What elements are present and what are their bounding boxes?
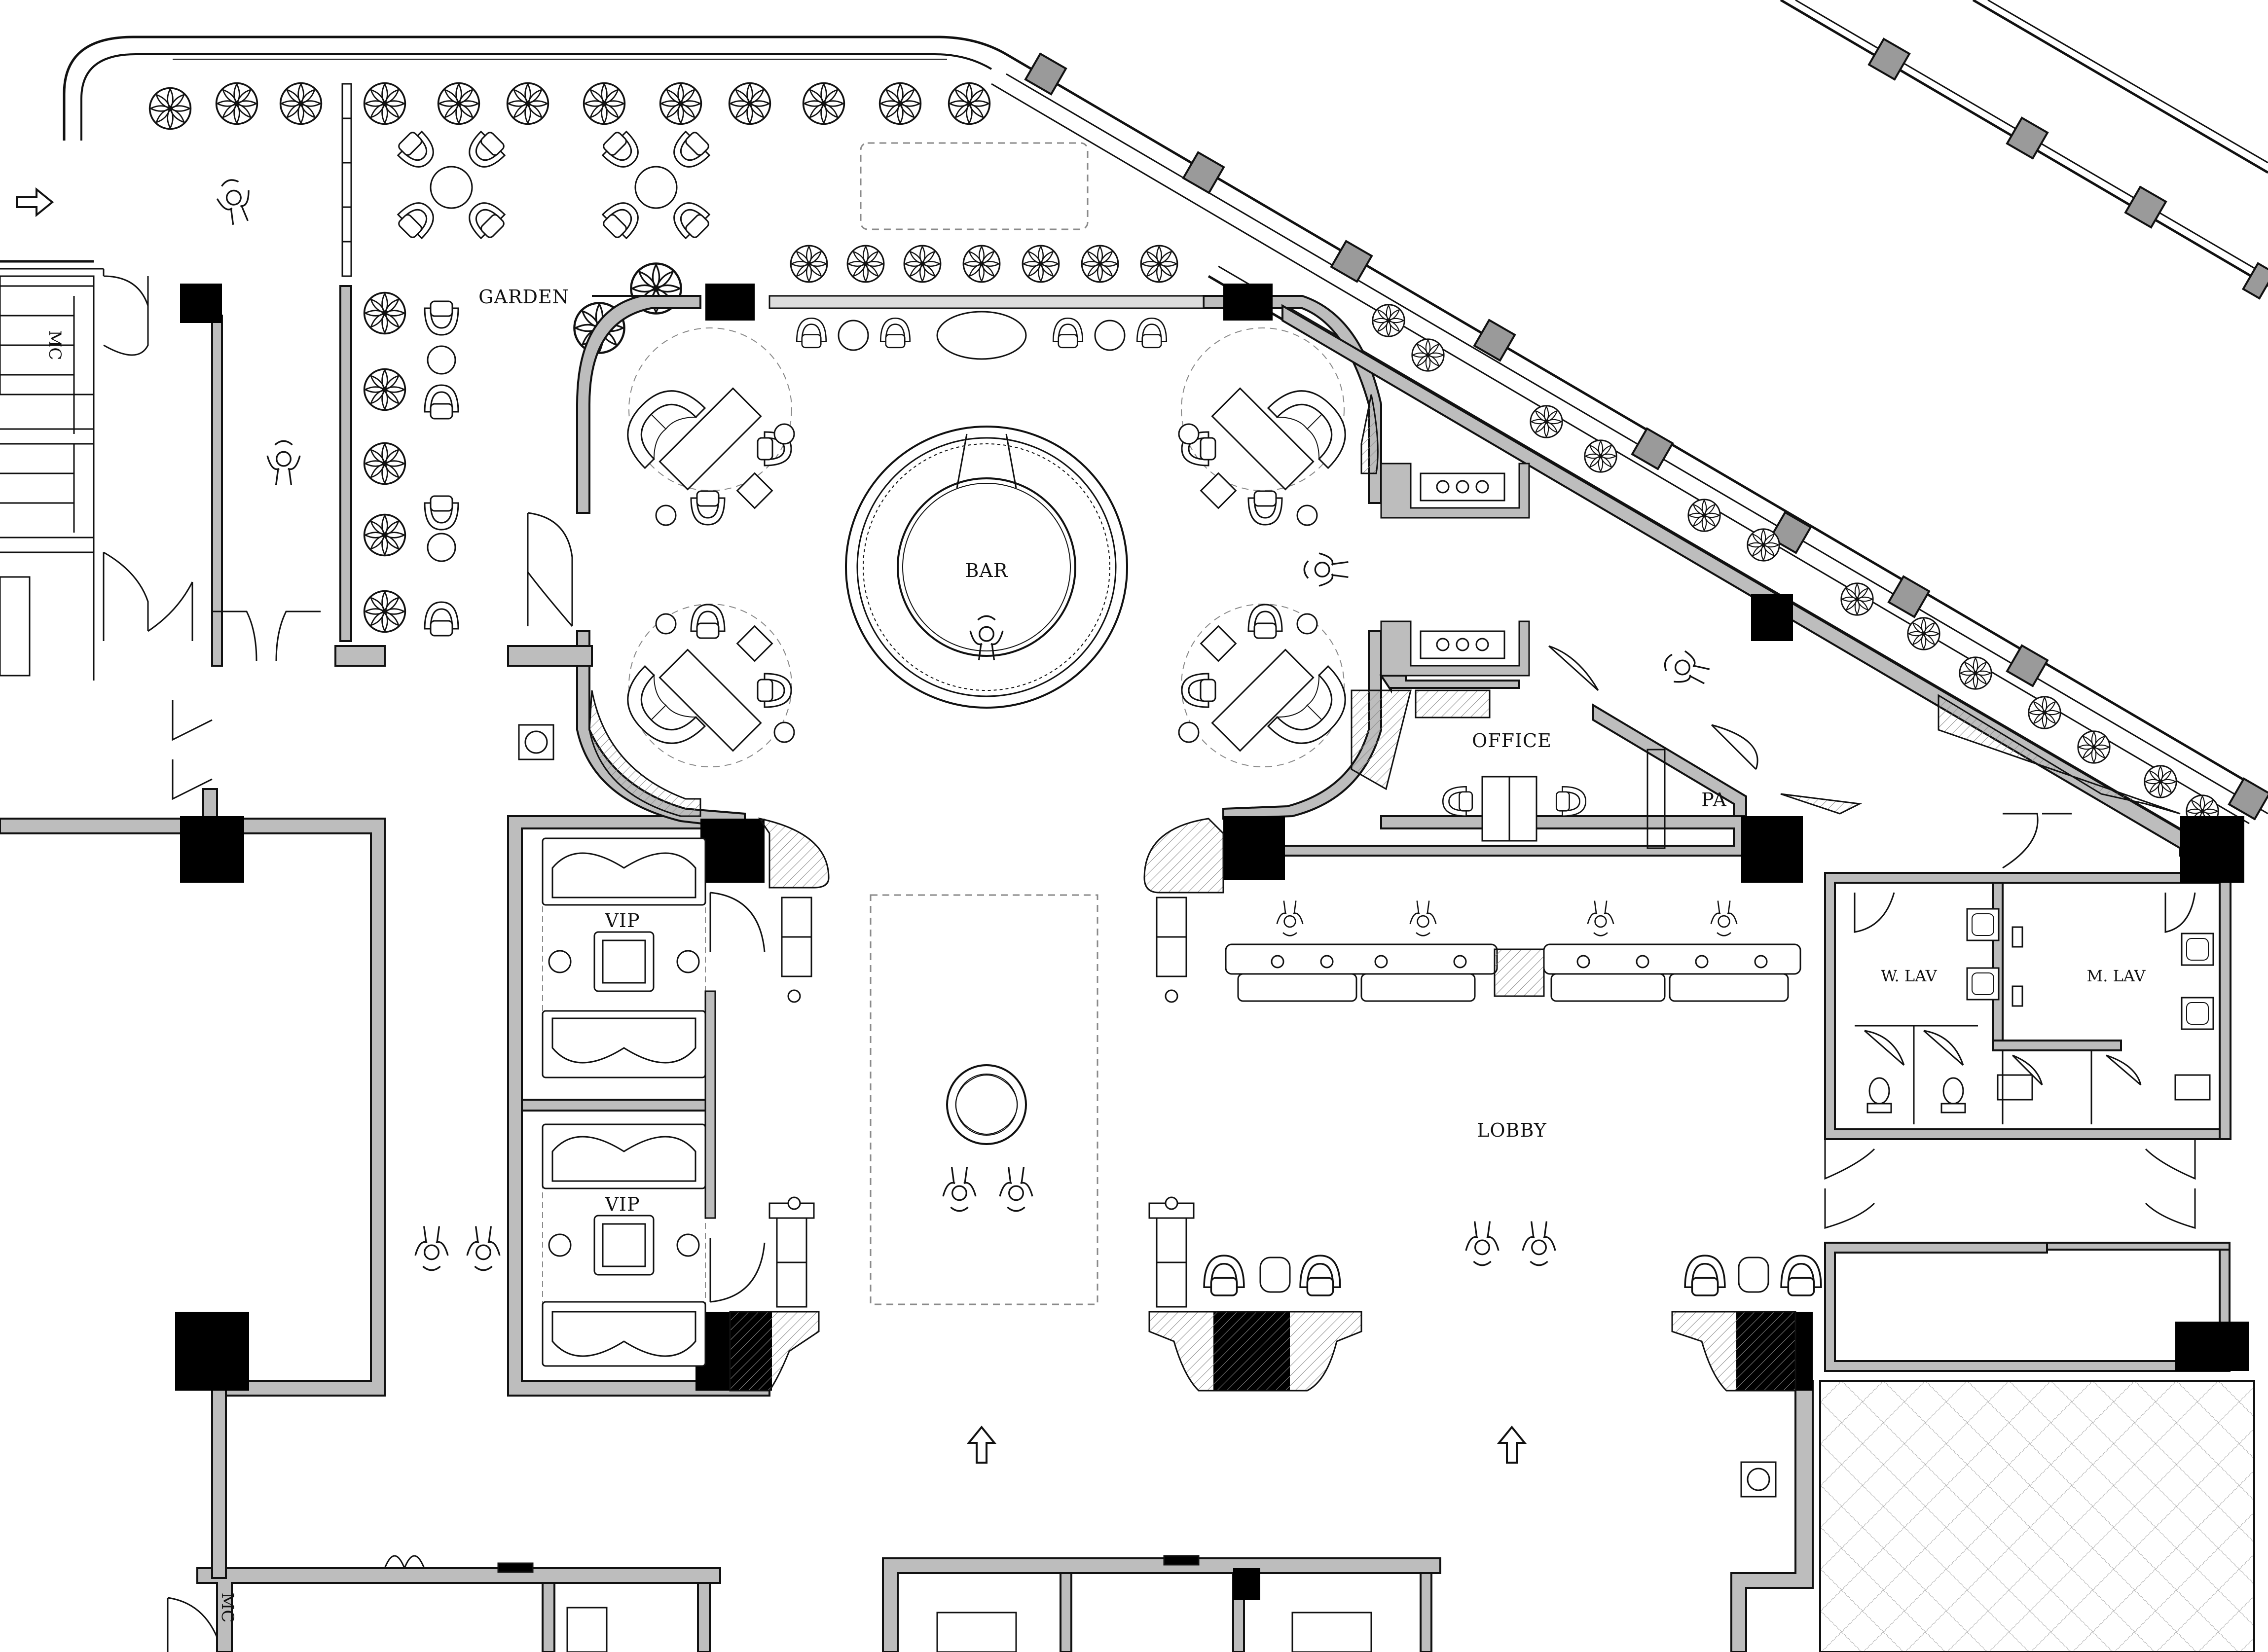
lobby-side-furniture (768, 897, 1822, 1308)
plant-icon (1411, 338, 1445, 372)
plant-icon (1907, 617, 1940, 650)
plant-icon (1959, 656, 1992, 690)
entrance-arrow-icon (16, 188, 53, 216)
hatched-walls (588, 394, 2181, 1392)
plant-icon (846, 245, 885, 283)
facade-pilasters (1024, 37, 2268, 821)
stairs (0, 260, 193, 681)
lobby-feature-rug (870, 894, 1098, 1305)
plant-icon (148, 87, 192, 130)
plant-row-garden-side (363, 291, 406, 633)
plant-icon (279, 82, 323, 125)
plant-icon (802, 82, 845, 125)
plant-icon (1840, 582, 1874, 616)
lavatory-fixtures (1854, 892, 2214, 1124)
entrance-arrow-icon (1498, 1426, 1526, 1464)
bartender-person-icon (969, 615, 1004, 661)
garden-partition (341, 83, 352, 277)
room-label-bar: BAR (965, 560, 1008, 581)
plant-icon (728, 82, 771, 125)
garden-furniture (392, 126, 1089, 637)
room-label-vip-upper: VIP (604, 910, 640, 932)
plant-icon (1584, 439, 1617, 473)
vip-room-lower (542, 1123, 706, 1367)
corner-planter-pattern (1819, 1380, 2255, 1652)
plant-icon (363, 82, 406, 125)
room-label-pa: PA (1701, 789, 1727, 811)
room-label-m-lav: M. LAV (2087, 967, 2146, 985)
plant-icon (1081, 245, 1119, 283)
vip-room-upper (542, 837, 706, 1078)
doors (167, 512, 2196, 1652)
plant-icon (1747, 528, 1780, 562)
plant-icon (363, 368, 406, 411)
plant-icon (215, 82, 258, 125)
plant-icon (583, 82, 626, 125)
office-furniture (1380, 463, 1758, 849)
plant-icon (506, 82, 549, 125)
diagonal-facade (991, 0, 2268, 840)
room-label-vip-lower: VIP (604, 1193, 640, 1215)
room-label-garden: GARDEN (478, 286, 569, 308)
room-label-mc-bottom: MC (218, 1593, 237, 1623)
plant-icon (2077, 730, 2111, 764)
floor-drain-markers (518, 724, 1777, 1498)
room-label-lobby: LOBBY (1477, 1119, 1547, 1141)
plant-icon (1530, 405, 1563, 438)
plant-icon (1687, 499, 1721, 532)
plant-icon (948, 82, 991, 125)
plant-icon (962, 245, 1001, 283)
plant-icon (2144, 765, 2177, 798)
bar-front-seating (768, 295, 1205, 360)
plant-icon (903, 245, 942, 283)
garden-canopy (63, 36, 1007, 141)
room-label-w-lav: W. LAV (1881, 967, 1937, 985)
plant-icon (790, 245, 828, 283)
plant-icon (363, 291, 406, 335)
plant-icon (878, 82, 922, 125)
plant-icon (1140, 245, 1178, 283)
plant-icon (363, 513, 406, 557)
vip-door-swings (704, 892, 766, 1303)
plant-icon (659, 82, 702, 125)
plant-icon (2028, 696, 2061, 729)
plant-icon (363, 442, 406, 485)
plant-icon (1022, 245, 1060, 283)
bar-counter (845, 426, 1128, 709)
room-label-office: OFFICE (1472, 730, 1552, 752)
bar-lounge-seating (611, 327, 1362, 767)
room-label-mc-top: MC (45, 330, 65, 360)
plant-row-top (148, 82, 991, 130)
plant-icon (363, 590, 406, 633)
reception-desk (1225, 943, 1801, 1002)
plant-icon (1372, 304, 1405, 337)
plant-icon (437, 82, 480, 125)
entrance-arrow-icon (968, 1426, 995, 1464)
